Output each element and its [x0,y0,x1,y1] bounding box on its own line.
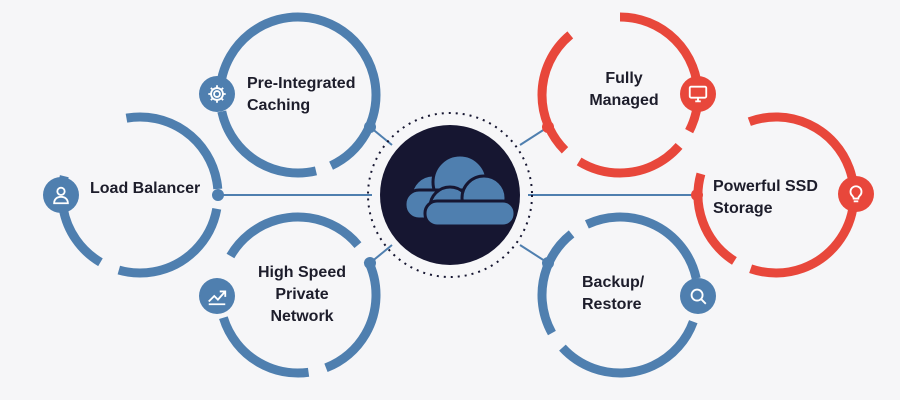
dot-load-balancer [212,189,224,201]
cloud-icon [403,153,517,229]
magnifier-icon [680,278,716,314]
label-high-speed-private-network: High Speed Private Network [257,264,346,325]
label-pre-integrated-caching: Pre-Integrated Caching [247,75,356,114]
ring-pre-integrated-caching [215,12,381,178]
gear-icon [199,76,235,112]
ring-high-speed-private-network [215,212,381,378]
lightbulb-icon [838,176,874,212]
label-load-balancer: Load Balancer [90,180,201,197]
label-backup-restore: Backup/ Restore [582,274,645,313]
label-powerful-ssd-storage: Powerful SSD Storage [713,178,818,217]
dot-caching [364,121,376,133]
dot-ssd [691,189,703,201]
label-fully-managed: Fully Managed [589,70,659,109]
dot-managed [542,121,554,133]
ring-powerful-ssd-storage [693,112,859,278]
monitor-icon [680,76,716,112]
dot-network [364,257,376,269]
user-icon [43,177,79,213]
chart-trend-icon [199,278,235,314]
hub-dotted-ring [367,112,533,278]
dot-backup [542,257,554,269]
